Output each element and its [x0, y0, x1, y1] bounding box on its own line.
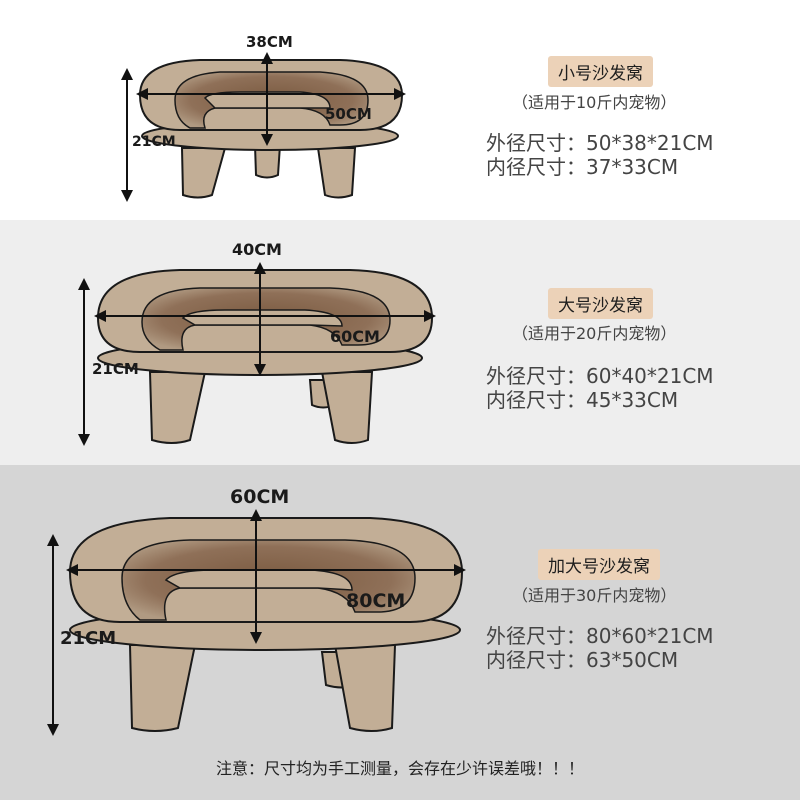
large-sofa-illustration [78, 262, 436, 446]
small-width-label: 50CM [325, 105, 372, 123]
xlarge-inner-size: 内径尺寸：63*50CM [486, 648, 679, 672]
xlarge-depth-label: 60CM [230, 486, 290, 508]
large-size-tag: 大号沙发窝 [548, 288, 653, 319]
small-size-tag: 小号沙发窝 [548, 56, 653, 87]
large-outer-size: 外径尺寸：60*40*21CM [486, 364, 714, 388]
large-depth-label: 40CM [232, 240, 282, 259]
xlarge-suitable-text: （适用于30斤内宠物） [512, 586, 677, 605]
small-inner-size: 内径尺寸：37*33CM [486, 155, 679, 179]
small-outer-size: 外径尺寸：50*38*21CM [486, 131, 714, 155]
small-suitable-text: （适用于10斤内宠物） [512, 93, 677, 112]
xlarge-outer-size: 外径尺寸：80*60*21CM [486, 624, 714, 648]
xlarge-sofa-illustration [47, 509, 466, 736]
small-depth-label: 38CM [246, 33, 293, 51]
small-height-label: 21CM [132, 134, 176, 150]
small-sofa-illustration [121, 52, 406, 202]
large-width-label: 60CM [330, 327, 380, 346]
large-height-label: 21CM [92, 360, 139, 378]
xlarge-size-tag: 加大号沙发窝 [538, 549, 660, 580]
measurement-note: 注意：尺寸均为手工测量，会存在少许误差哦！！！ [215, 759, 584, 778]
large-inner-size: 内径尺寸：45*33CM [486, 388, 679, 412]
large-suitable-text: （适用于20斤内宠物） [512, 324, 677, 343]
xlarge-height-label: 21CM [60, 628, 117, 649]
xlarge-width-label: 80CM [346, 590, 406, 612]
